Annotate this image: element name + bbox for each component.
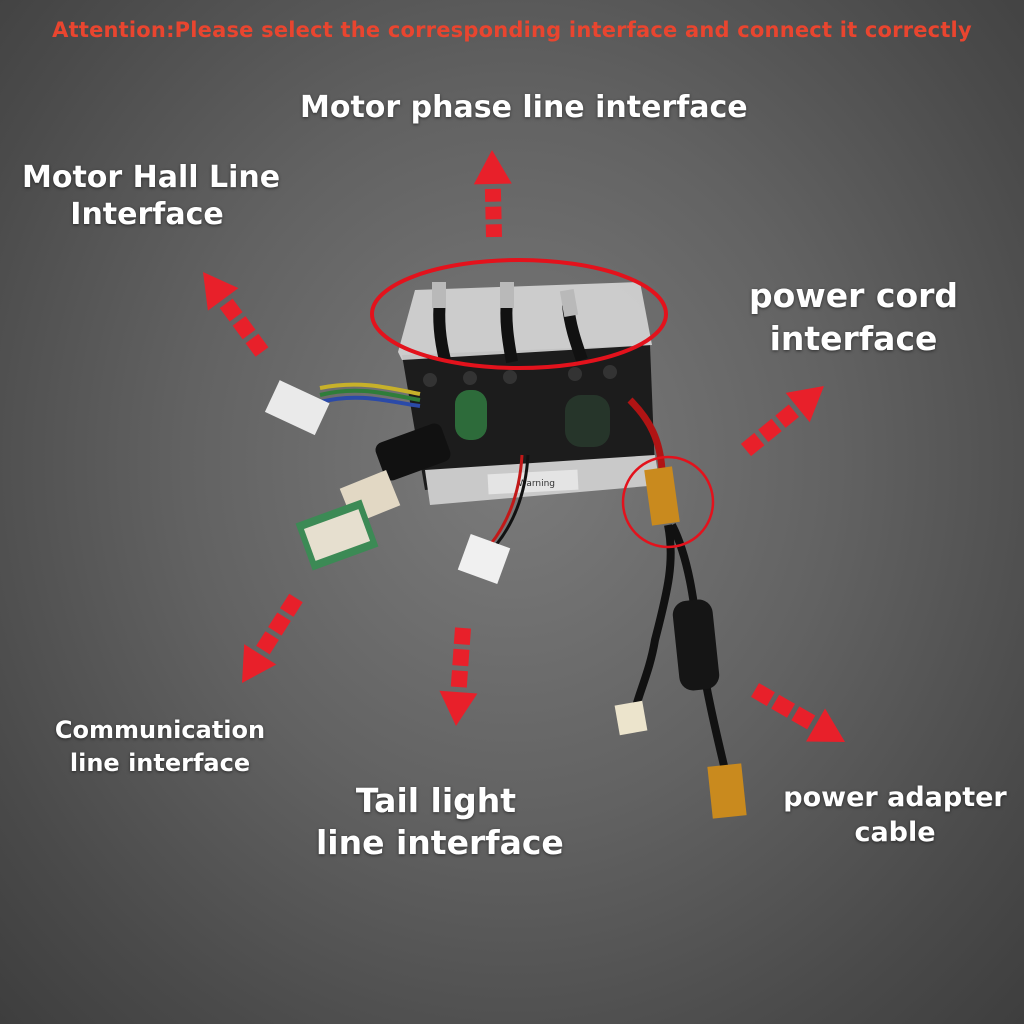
label-power-adapter-line1: power adapter [783, 782, 1007, 813]
arrow-motor-phase [473, 149, 512, 238]
arrow-dash [485, 206, 502, 220]
arrow-dash [758, 418, 782, 443]
arrow-dash [219, 298, 243, 322]
arrow-dash [452, 648, 470, 667]
communication-connector [295, 423, 451, 571]
arrow-communication [242, 593, 303, 684]
label-tail-light-line1: Tail light [355, 781, 517, 820]
label-motor-phase: Motor phase line interface [300, 90, 748, 127]
label-motor-phase-text: Motor phase line interface [300, 90, 748, 125]
controller-box: Warning [398, 282, 660, 505]
arrow-dash [280, 593, 303, 617]
label-power-cord-line2: interface [769, 318, 938, 358]
phase-lines-highlight [370, 258, 668, 370]
arrow-motor-hall [202, 271, 269, 357]
label-power-adapter: power adapter cable [776, 780, 1014, 850]
label-communication: Communication line interface [46, 714, 274, 780]
arrow-dash [775, 404, 799, 428]
arrow-dash [450, 670, 468, 688]
arrow-head [473, 149, 512, 185]
arrow-power-adapter [750, 683, 845, 743]
arrow-dash [256, 631, 279, 655]
tail-light-connector [457, 454, 530, 585]
arrow-dash [740, 432, 765, 457]
label-tail-light: Tail light line interface [316, 780, 564, 864]
arrow-dash [484, 188, 502, 202]
power-connector-highlight [621, 455, 715, 549]
arrow-dash [268, 612, 291, 636]
arrow-head [202, 271, 239, 311]
arrow-head [785, 386, 825, 423]
label-communication-line1: Communication [54, 716, 266, 744]
arrow-dash [485, 224, 502, 238]
arrow-head [439, 690, 478, 726]
label-power-adapter-line2: cable [854, 817, 936, 849]
attention-notice: Attention:Please select the correspondin… [52, 18, 972, 42]
hall-connector [264, 380, 421, 436]
label-motor-hall-line1: Motor Hall Line [22, 160, 281, 195]
arrow-head [242, 644, 277, 684]
label-tail-light-line2: line interface [316, 823, 564, 863]
label-motor-hall: Motor Hall Line Interface [22, 160, 281, 233]
power-cable [614, 397, 747, 819]
arrow-dash [771, 694, 796, 718]
arrow-dash [232, 316, 256, 340]
arrow-dash [453, 627, 471, 645]
label-power-cord-line1: power cord [748, 276, 959, 315]
arrow-power-cord [740, 386, 825, 457]
label-motor-hall-line2: Interface [70, 196, 224, 232]
arrow-dash [750, 683, 775, 707]
arrow-head [806, 708, 845, 743]
label-communication-line2: line interface [69, 749, 251, 778]
warning-label: Warning [518, 479, 555, 489]
arrow-dash [791, 706, 816, 730]
label-power-cord: power cord interface [736, 275, 971, 361]
arrow-tail-light [439, 627, 478, 726]
arrow-dash [245, 333, 269, 357]
motor-phase-leads [432, 282, 588, 364]
